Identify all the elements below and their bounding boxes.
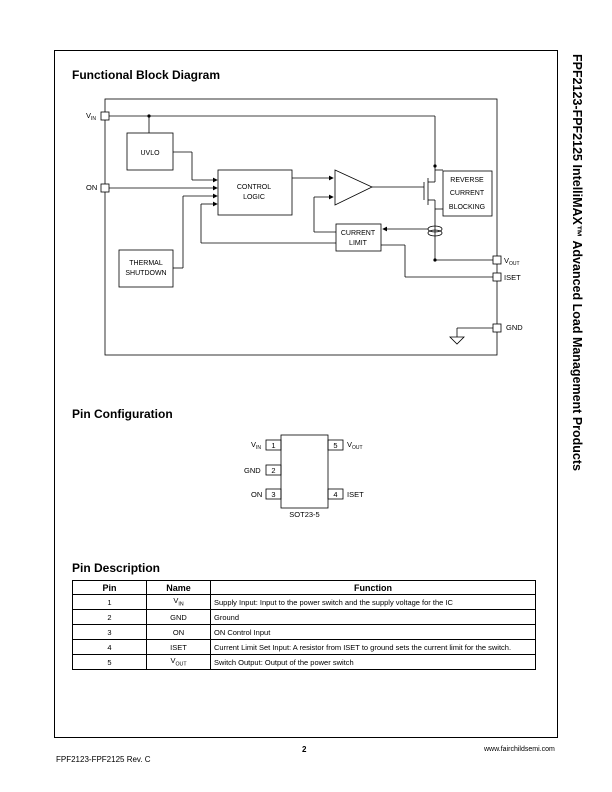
pin-number: 2 — [72, 609, 147, 625]
pin-5-label: VOUT — [347, 440, 363, 451]
thermal-shutdown-block — [118, 249, 174, 288]
pin-number: 4 — [72, 639, 147, 655]
pin-number: 1 — [72, 594, 147, 610]
functional-block-diagram: VIN ON VOUT ISET GND UVLO CONTROL LOGIC … — [86, 98, 523, 356]
page-frame — [54, 50, 558, 738]
pin-configuration-diagram: 1 2 3 5 4 VIN GND ON VOUT ISET SOT23-5 — [244, 434, 364, 519]
vin-pin-label: VIN — [86, 111, 96, 122]
pin-description-table: Pin Name Function 1 VIN Supply Input: In… — [72, 580, 536, 670]
current-limit-block — [335, 223, 382, 252]
table-row: 5 VOUT Switch Output: Output of the powe… — [72, 654, 536, 670]
reverse-label-2: CURRENT — [450, 190, 485, 197]
vout-pin-label: VOUT — [504, 256, 520, 267]
iset-pad — [492, 272, 502, 282]
pin-name: GND — [146, 609, 211, 625]
pin-2-label: GND — [244, 466, 261, 475]
vout-pad — [492, 255, 502, 265]
control-logic-label-1: CONTROL — [237, 184, 271, 191]
header-function: Function — [210, 580, 536, 595]
pin-function: Switch Output: Output of the power switc… — [210, 654, 536, 670]
pin-name: VIN — [146, 594, 211, 610]
pin-3-number: 3 — [271, 490, 275, 499]
pin-5-pad — [327, 439, 344, 451]
pin-4-pad — [327, 488, 344, 500]
iset-pin-label: ISET — [504, 273, 521, 282]
pin-4-number: 4 — [333, 490, 337, 499]
footer-doc-id: FPF2123-FPF2125 Rev. C — [56, 755, 151, 764]
pin-description-heading: Pin Description — [72, 561, 161, 575]
pin-number: 3 — [72, 624, 147, 640]
on-pad — [100, 183, 110, 193]
pin-number: 5 — [72, 654, 147, 670]
pin-3-pad — [265, 488, 282, 500]
pin-name: ON — [146, 624, 211, 640]
table-row: 2 GND Ground — [72, 609, 536, 625]
pin-name: VOUT — [146, 654, 211, 670]
on-pin-label: ON — [86, 183, 97, 192]
control-logic-block — [217, 169, 293, 216]
reverse-current-blocking-block — [442, 170, 493, 217]
gnd-pin-label: GND — [506, 323, 523, 332]
pin-config-heading: Pin Configuration — [72, 407, 173, 421]
gate-driver-amplifier — [334, 169, 373, 206]
gnd-pad — [492, 323, 502, 333]
ground-symbol — [449, 336, 465, 345]
table-header-row: Pin Name Function — [72, 580, 536, 595]
pin-1-label: VIN — [251, 440, 261, 451]
pin-name: ISET — [146, 639, 211, 655]
uvlo-block — [126, 132, 174, 171]
thermal-label-1: THERMAL — [129, 260, 163, 267]
page-number: 2 — [302, 745, 307, 754]
pin-function: Supply Input: Input to the power switch … — [210, 594, 536, 610]
pin-2-pad — [265, 464, 282, 476]
reverse-label-1: REVERSE — [450, 177, 484, 184]
package-name: SOT23-5 — [289, 510, 319, 519]
thermal-label-2: SHUTDOWN — [125, 270, 166, 277]
uvlo-label: UVLO — [140, 150, 160, 157]
pin-4-label: ISET — [347, 490, 364, 499]
pin-1-number: 1 — [271, 441, 275, 450]
vin-pad — [100, 111, 110, 121]
pin-2-number: 2 — [271, 466, 275, 475]
header-pin: Pin — [72, 580, 147, 595]
ic-boundary — [104, 98, 498, 356]
reverse-label-3: BLOCKING — [449, 204, 485, 211]
table-row: 3 ON ON Control Input — [72, 624, 536, 640]
pin-function: ON Control Input — [210, 624, 536, 640]
table-row: 4 ISET Current Limit Set Input: A resist… — [72, 639, 536, 655]
pin-function: Ground — [210, 609, 536, 625]
pin-function: Current Limit Set Input: A resistor from… — [210, 639, 536, 655]
pin-1-pad — [265, 439, 282, 451]
footer-url[interactable]: www.fairchildsemi.com — [484, 746, 555, 753]
current-limit-label-1: CURRENT — [341, 230, 376, 237]
control-logic-label-2: LOGIC — [243, 194, 265, 201]
table-row: 1 VIN Supply Input: Input to the power s… — [72, 594, 536, 610]
block-diagram-heading: Functional Block Diagram — [72, 68, 221, 82]
current-limit-label-2: LIMIT — [349, 240, 368, 247]
pin-5-number: 5 — [333, 441, 337, 450]
package-body — [280, 434, 329, 509]
header-name: Name — [146, 580, 211, 595]
pin-3-label: ON — [251, 490, 262, 499]
